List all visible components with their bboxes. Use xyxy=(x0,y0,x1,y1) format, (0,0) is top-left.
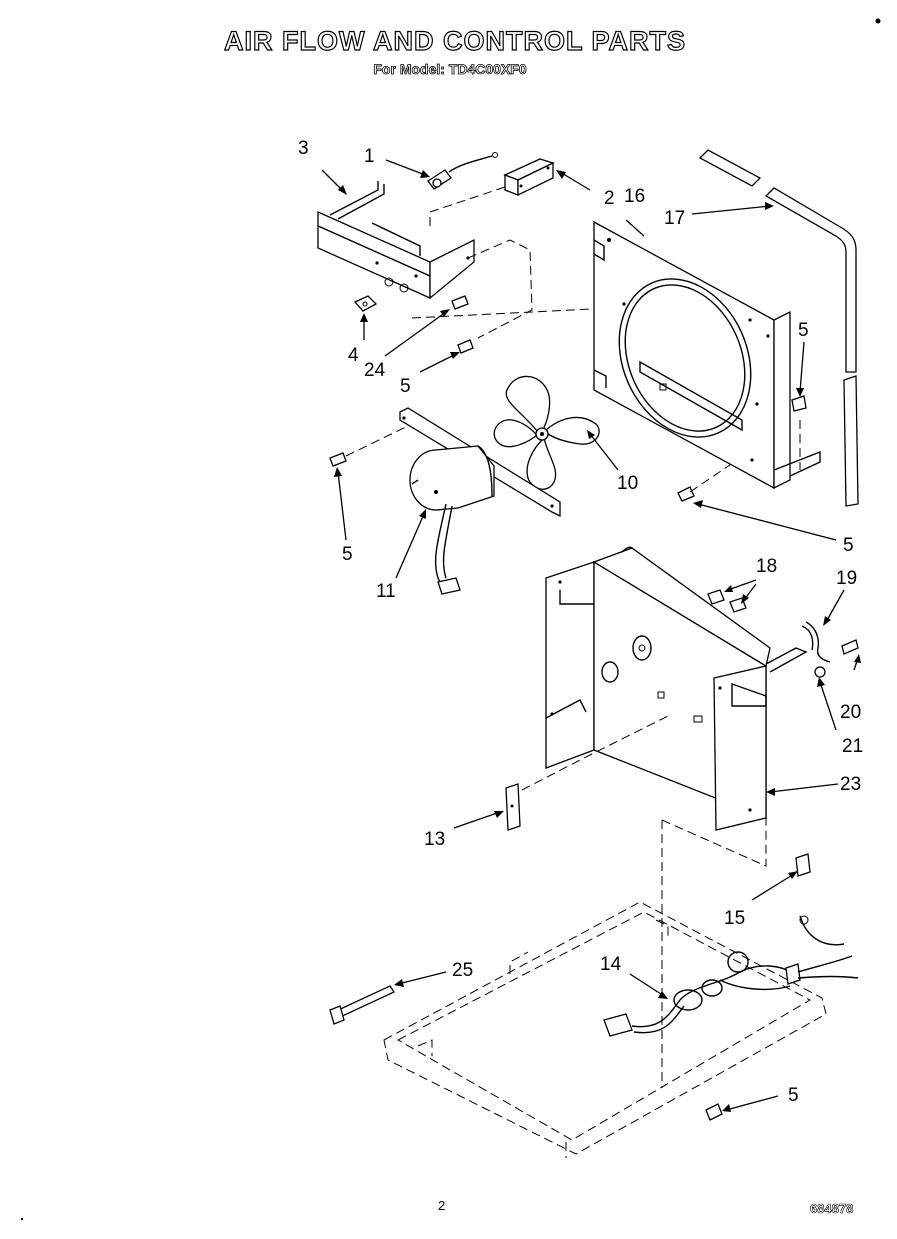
callout-5-left: 5 xyxy=(342,544,353,565)
base-pan-outline xyxy=(383,901,827,1158)
switch-block-part xyxy=(503,158,555,197)
callout-4: 4 xyxy=(348,345,359,366)
wire-harness-part xyxy=(603,915,859,1037)
fan-shroud-part xyxy=(593,220,821,490)
document-number: 684878 xyxy=(810,1201,854,1217)
callout-25: 25 xyxy=(452,960,473,981)
ground-screw-part xyxy=(705,853,811,1121)
callout-18: 18 xyxy=(756,556,777,577)
callout-arrows xyxy=(321,159,861,1112)
callout-1: 1 xyxy=(364,146,375,167)
wire-tie-part xyxy=(329,985,395,1025)
page-title: AIR FLOW AND CONTROL PARTS xyxy=(223,25,686,56)
page-number: 2 xyxy=(438,1198,446,1213)
callout-15: 15 xyxy=(724,908,745,929)
callout-13: 13 xyxy=(424,829,445,850)
callout-5-upper: 5 xyxy=(400,376,411,397)
callout-17: 17 xyxy=(664,208,685,229)
gasket-strips-part xyxy=(698,149,859,507)
callout-16: 16 xyxy=(624,186,645,207)
connector-block-part xyxy=(505,783,521,831)
model-subtitle: For Model: TD4C00XF0 xyxy=(373,61,527,78)
callout-3: 3 xyxy=(298,138,309,159)
knob-nuts-part xyxy=(707,589,747,613)
clip-part xyxy=(353,295,378,312)
spring-screw-part xyxy=(765,621,859,678)
thermistor-part xyxy=(427,152,498,190)
callout-5-shroud: 5 xyxy=(843,535,854,556)
callout-14: 14 xyxy=(600,954,622,975)
callout-5-base: 5 xyxy=(788,1085,799,1106)
callout-11: 11 xyxy=(376,581,396,602)
screw-part xyxy=(329,295,807,502)
fan-motor-part xyxy=(399,407,561,595)
callout-21: 21 xyxy=(842,736,863,757)
callout-19: 19 xyxy=(836,568,857,589)
callout-10: 10 xyxy=(617,473,638,494)
callout-24: 24 xyxy=(364,360,386,381)
callout-2: 2 xyxy=(604,188,615,209)
control-bracket-part xyxy=(317,181,475,300)
callout-23: 23 xyxy=(840,774,861,795)
callout-5-right: 5 xyxy=(798,320,809,341)
control-housing-part xyxy=(545,546,771,831)
fan-blade-part xyxy=(493,375,600,490)
callout-20: 20 xyxy=(840,702,861,723)
